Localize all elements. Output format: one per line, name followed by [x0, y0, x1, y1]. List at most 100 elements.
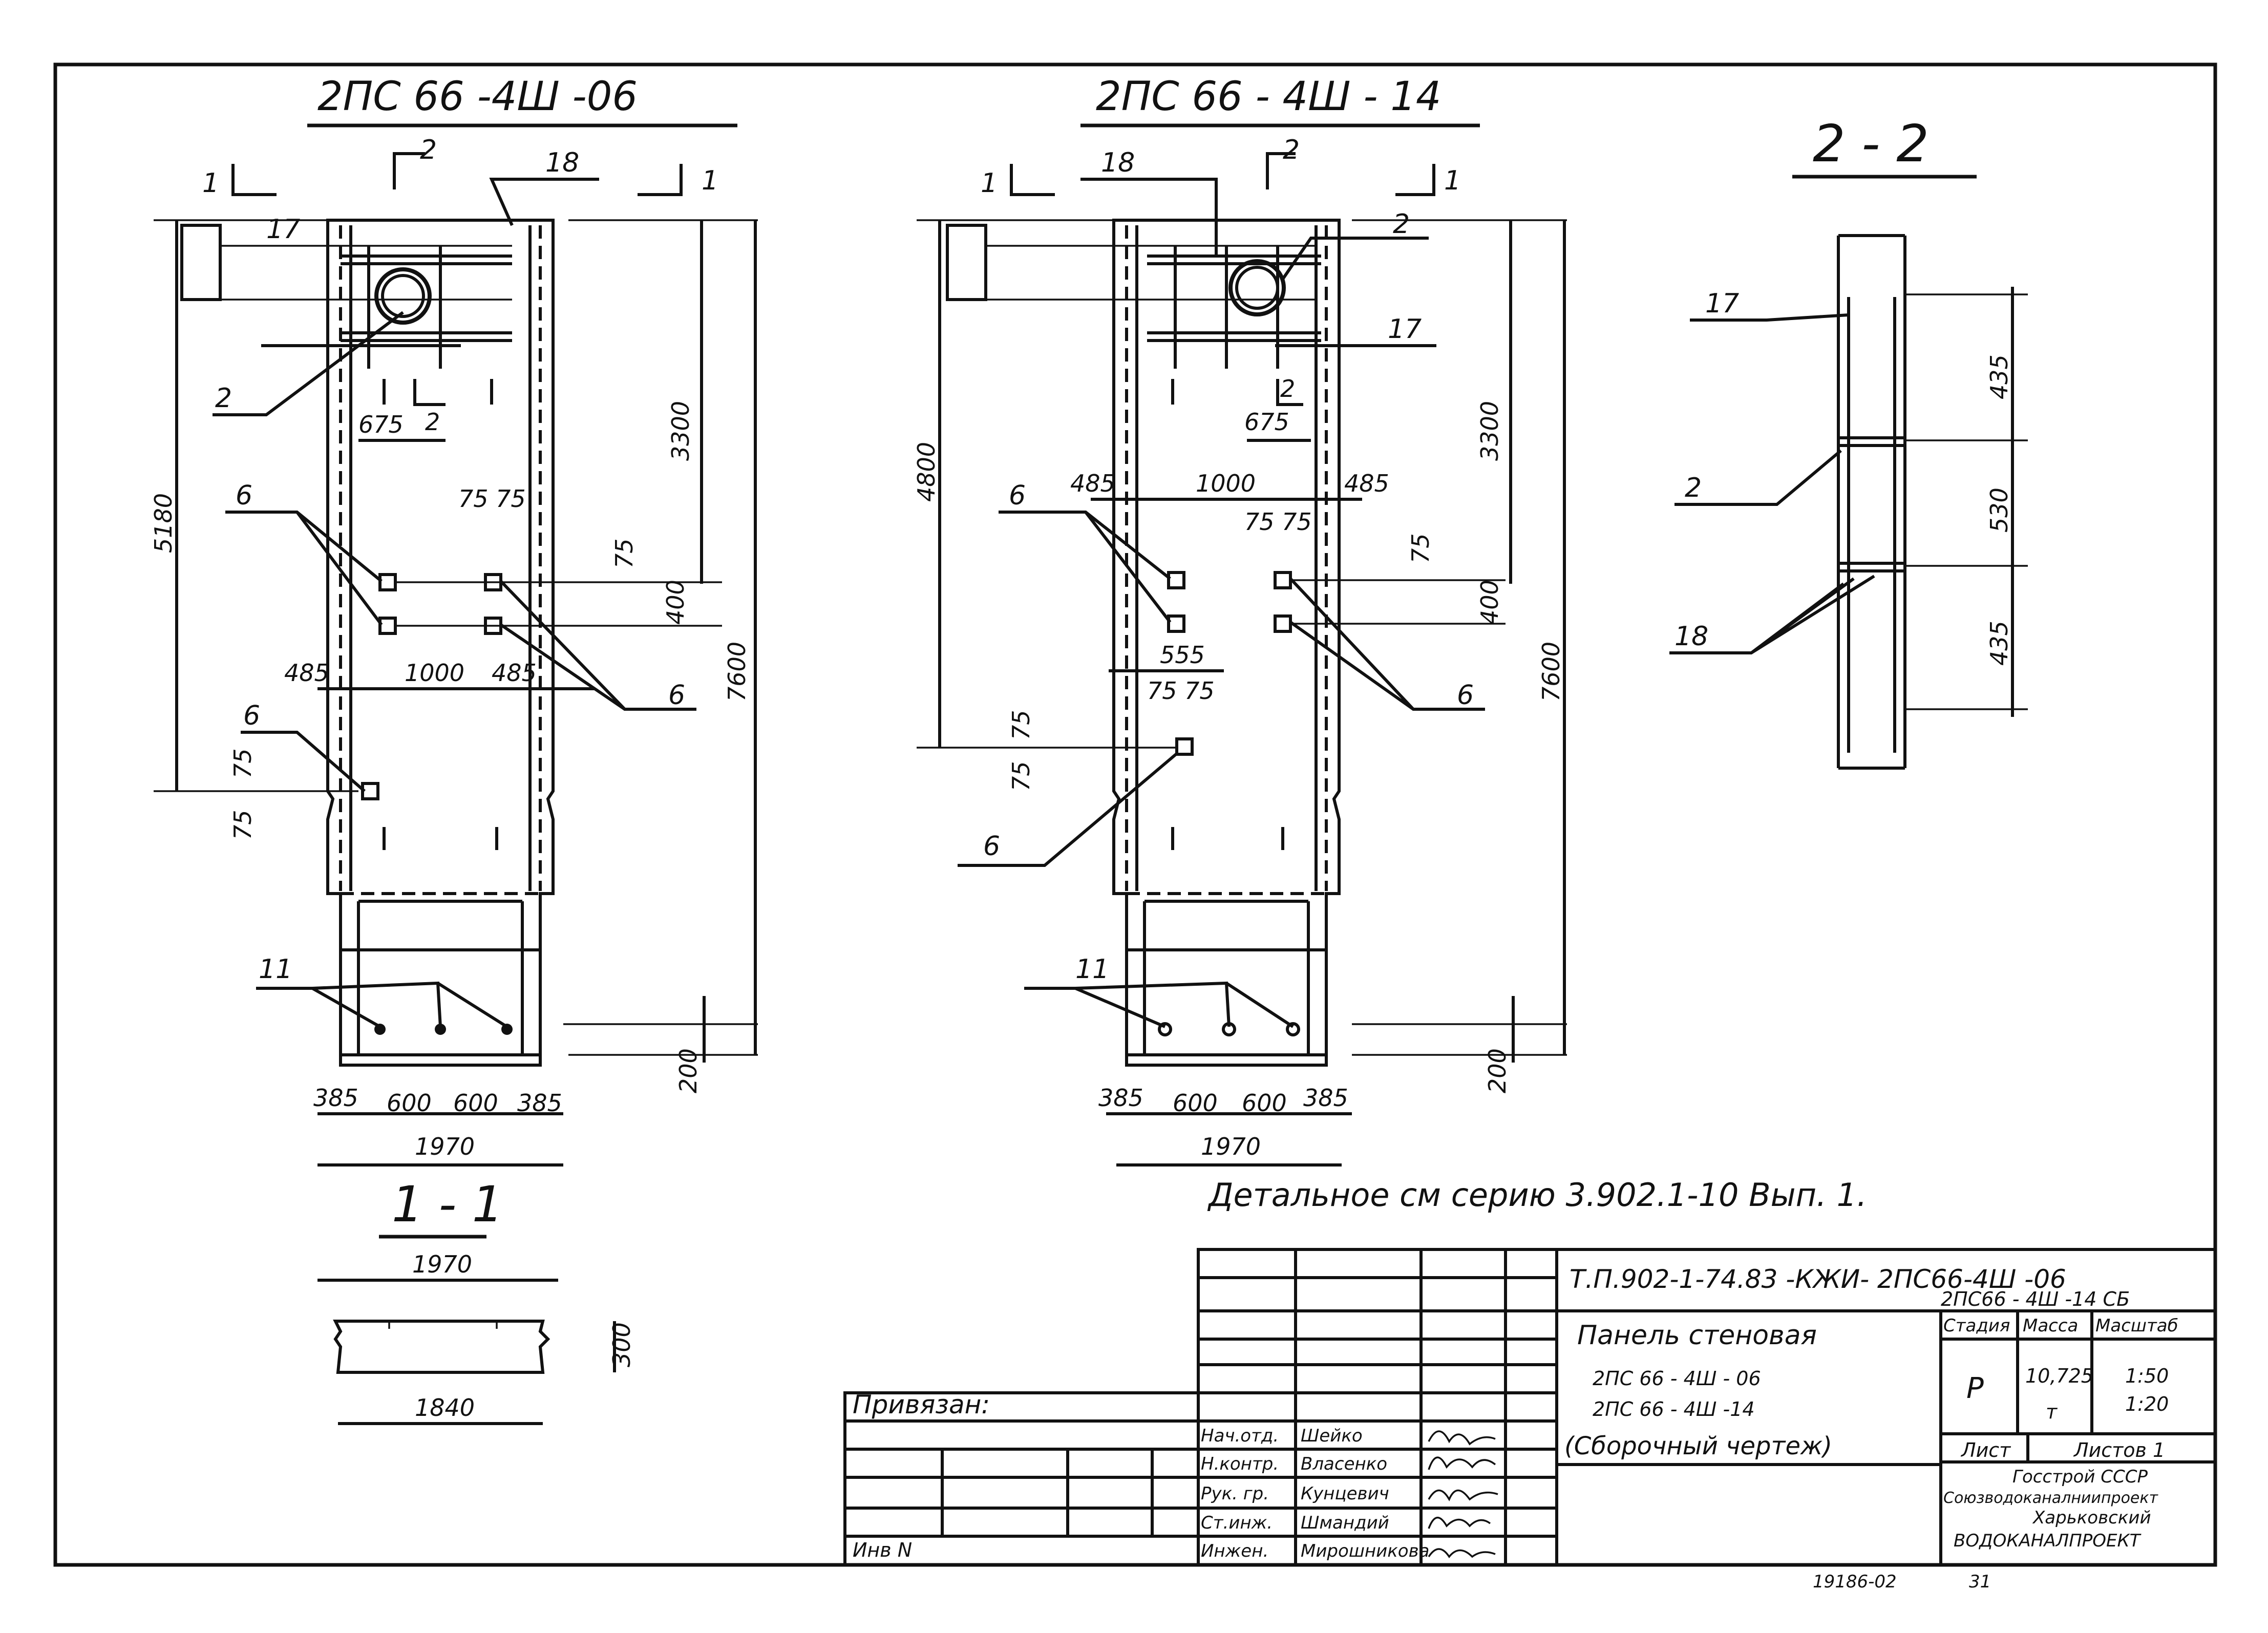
doc-name-line2: 2ПС 66 - 4Ш - 06: [1593, 1367, 1761, 1390]
drawing-b-dim-75-75: 75 75: [1244, 508, 1312, 536]
mass-header: Масса: [2023, 1316, 2078, 1336]
drawing-a-dim-75: 75: [610, 538, 638, 568]
mass-unit: т: [2046, 1401, 2058, 1423]
section-1-1: 1 - 1 1970 1840 300: [317, 1176, 635, 1425]
drawing-a-dim-600-b: 600: [453, 1089, 498, 1117]
drawing-a-dim-3300: 3300: [667, 401, 694, 461]
drawing-a-dim-400: 400: [662, 580, 689, 625]
drawing-b-dim-1970: 1970: [1201, 1133, 1261, 1160]
drawing-a-title: 2ПС 66 -4Ш -06: [317, 74, 638, 120]
drawing-b-dim-600-a: 600: [1173, 1089, 1218, 1117]
drawing-a-dim-7600: 7600: [723, 642, 751, 702]
drawing-a-callout-17: 17: [266, 214, 300, 245]
stage-value: Р: [1966, 1372, 1984, 1405]
section-2-2-callout-2: 2: [1685, 473, 1702, 503]
doc-name-line4: (Сборочный чертеж): [1564, 1432, 1832, 1460]
staff-role-2: Н.контр.: [1201, 1454, 1279, 1474]
drawing-b-dim-485-right: 485: [1344, 470, 1389, 497]
signature-3: [1428, 1489, 1498, 1501]
drawing-b-dim-7600: 7600: [1537, 642, 1565, 702]
drawing-a-dim-5180: 5180: [150, 493, 177, 553]
drawing-a-dim-200: 200: [674, 1048, 702, 1093]
staff-name-5: Мирошникова: [1301, 1541, 1429, 1561]
drawing-a-callout-18: 18: [545, 147, 579, 178]
drawing-b-dim-485-left: 485: [1070, 470, 1115, 497]
staff-role-4: Ст.инж.: [1201, 1513, 1273, 1533]
drawing-b-dim-555: 555: [1160, 641, 1205, 669]
mass-value: 10,725: [2025, 1365, 2093, 1387]
drawing-a-dim-485-right: 485: [492, 659, 537, 687]
drawing-b-callout-6-right: 6: [1457, 680, 1474, 711]
drawing-a-mark-2-inner: 2: [425, 408, 440, 436]
scale-value-1: 1:50: [2125, 1365, 2169, 1387]
drawing-b-dim-75: 75: [1407, 533, 1434, 563]
drawing-b-dim-side-75-a: 75: [1007, 710, 1035, 740]
drawing-b-callout-18: 18: [1101, 147, 1135, 178]
signature-5: [1428, 1548, 1496, 1558]
inv-no-label: Инв N: [853, 1539, 912, 1561]
section-1-1-title: 1 - 1: [392, 1176, 503, 1233]
drawing-b-dim-side-75-b: 75: [1007, 761, 1035, 791]
org-line2: Союзводоканалниипроект: [1943, 1489, 2159, 1507]
drawing-b-title: 2ПС 66 - 4Ш - 14: [1096, 74, 1442, 120]
stage-header: Стадия: [1943, 1316, 2010, 1336]
org-line3: Харьковский: [2032, 1508, 2151, 1528]
drawing-a-dim-485-left: 485: [284, 659, 329, 687]
drawing-b-callout-6-top: 6: [1009, 480, 1026, 511]
drawing-a-callout-6-top: 6: [236, 480, 252, 511]
drawing-b-dim-1000: 1000: [1196, 470, 1256, 497]
drawing-b-dim-75-75-b: 75 75: [1147, 677, 1215, 705]
drawing-a: 2ПС 66 -4Ш -06 1 2 1: [150, 74, 758, 1167]
drawing-b-section-2-top: 2: [1283, 135, 1300, 165]
org-line4: ВОДОКАНАЛПРОЕКТ: [1954, 1531, 2142, 1551]
drawing-a-callout-6-right: 6: [668, 680, 685, 711]
staff-name-4: Шмандий: [1301, 1513, 1389, 1533]
drawing-b-dim-385-left: 385: [1098, 1084, 1143, 1112]
drawing-a-callout-2: 2: [215, 383, 232, 414]
drawing-b-callout-11: 11: [1075, 954, 1109, 985]
doc-code-line1: Т.П.902-1-74.83 -КЖИ- 2ПС66-4Ш -06: [1570, 1264, 2066, 1294]
drawing-b-callout-2: 2: [1393, 209, 1410, 240]
section-1-1-dim-1970: 1970: [412, 1250, 472, 1278]
drawing-b-mark-2-inner: 2: [1280, 375, 1295, 402]
sheets-label: Листов 1: [2073, 1439, 2165, 1461]
drawing-a-callout-6-left: 6: [243, 701, 260, 731]
drawing-a-dim-600-a: 600: [387, 1089, 432, 1117]
drawing-a-dim-385-right: 385: [517, 1089, 562, 1117]
section-2-2-dim-435-bot: 435: [1985, 621, 2013, 666]
signature-1: [1428, 1430, 1496, 1446]
staff-role-1: Нач.отд.: [1201, 1426, 1279, 1446]
staff-role-3: Рук. гр.: [1201, 1483, 1269, 1504]
sheet-label: Лист: [1960, 1439, 2011, 1461]
drawing-b-section-1-right: 1: [1444, 165, 1461, 196]
staff-name-3: Кунцевич: [1301, 1483, 1389, 1504]
scale-value-2: 1:20: [2125, 1393, 2169, 1415]
drawing-b: 2ПС 66 - 4Ш - 14 1 2 1 2: [913, 74, 1567, 1167]
section-1-1-dim-1840: 1840: [415, 1394, 475, 1422]
drawing-b-dim-4800: 4800: [913, 442, 940, 502]
section-2-2-callout-18: 18: [1674, 621, 1708, 652]
drawing-b-dim-400: 400: [1476, 580, 1503, 625]
privyazan-label: Привязан:: [853, 1390, 990, 1419]
drawing-a-dim-675: 675: [358, 411, 404, 438]
archive-number: 19186-02: [1813, 1572, 1897, 1592]
drawing-b-dim-600-b: 600: [1242, 1089, 1287, 1117]
doc-name-line3: 2ПС 66 - 4Ш -14: [1593, 1398, 1755, 1420]
drawing-a-section-2-top: 2: [420, 135, 437, 165]
page-number: 31: [1969, 1572, 1991, 1592]
drawing-a-section-1-left: 1: [202, 168, 219, 199]
drawing-b-dim-3300: 3300: [1476, 401, 1503, 461]
staff-role-5: Инжен.: [1201, 1541, 1268, 1561]
signature-2: [1428, 1456, 1496, 1470]
section-1-1-dim-300: 300: [608, 1322, 635, 1367]
note-detail-reference: Детальное см серию 3.902.1-10 Вып. 1.: [1207, 1176, 1867, 1214]
drawing-a-dim-side-75-a: 75: [229, 748, 257, 778]
scale-header: Масштаб: [2095, 1316, 2178, 1336]
drawing-a-dim-1970: 1970: [415, 1133, 475, 1160]
drawing-a-dim-1000: 1000: [405, 659, 464, 687]
drawing-b-dim-385-right: 385: [1303, 1084, 1348, 1112]
section-2-2-dim-435-top: 435: [1985, 354, 2013, 399]
drawing-a-dim-side-75-b: 75: [229, 810, 257, 840]
section-2-2-dim-530: 530: [1985, 487, 2013, 533]
drawing-a-callout-11: 11: [259, 954, 292, 985]
